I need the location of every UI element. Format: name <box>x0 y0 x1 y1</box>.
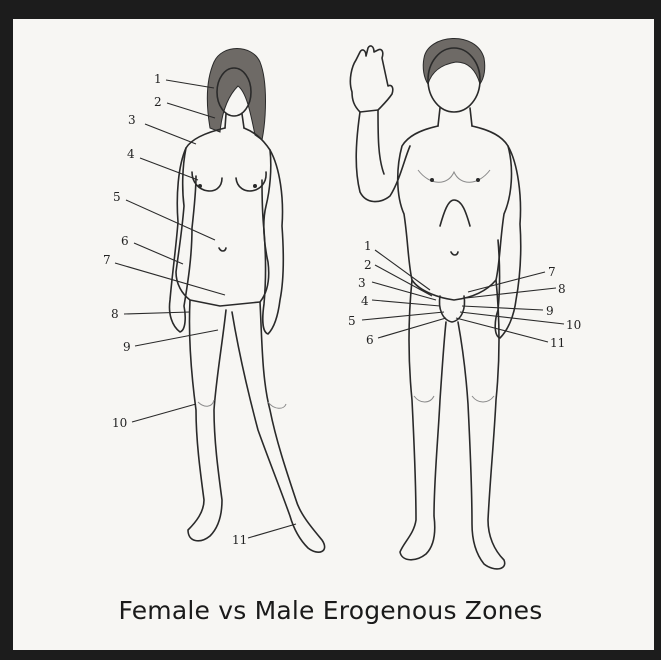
male-label-4: 4 <box>361 294 369 308</box>
female-left-leg <box>188 300 226 541</box>
male-label-10: 10 <box>566 318 581 332</box>
female-figure <box>169 49 324 553</box>
female-label-4: 4 <box>127 147 135 161</box>
female-label-6: 6 <box>121 234 129 248</box>
female-label-8: 8 <box>111 307 119 321</box>
male-label-3: 3 <box>358 276 366 290</box>
female-label-3: 3 <box>128 113 136 127</box>
male-label-2: 2 <box>364 258 372 272</box>
female-label-10: 10 <box>112 416 127 430</box>
male-leaders <box>362 250 564 342</box>
male-label-7: 7 <box>548 265 556 279</box>
male-label-11: 11 <box>550 336 565 350</box>
male-raised-arm <box>356 110 410 202</box>
female-torso <box>176 128 271 306</box>
caption-title: Female vs Male Erogenous Zones <box>0 596 661 625</box>
female-label-9: 9 <box>123 340 131 354</box>
male-label-6: 6 <box>366 333 374 347</box>
male-left-leg <box>400 280 446 560</box>
female-label-7: 7 <box>103 253 111 267</box>
female-right-leg <box>232 302 325 552</box>
male-right-leg <box>458 280 505 569</box>
male-figure <box>350 38 520 568</box>
female-label-2: 2 <box>154 95 162 109</box>
female-hair <box>207 49 265 141</box>
male-torso <box>398 126 512 300</box>
male-label-5: 5 <box>348 314 356 328</box>
male-label-9: 9 <box>546 304 554 318</box>
male-label-1: 1 <box>364 239 372 253</box>
male-label-8: 8 <box>558 282 566 296</box>
female-label-5: 5 <box>113 190 121 204</box>
female-label-1: 1 <box>154 72 162 86</box>
male-raised-hand <box>350 46 392 112</box>
female-label-11: 11 <box>232 533 247 547</box>
